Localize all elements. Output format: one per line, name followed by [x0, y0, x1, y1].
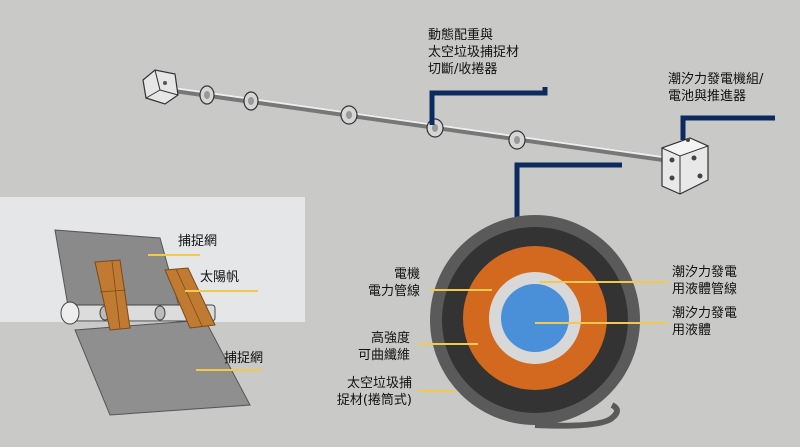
label-tidal-fluid: 潮汐力發電 用液體 — [672, 306, 738, 338]
label-power-line: 電機 電力管線 — [367, 267, 420, 299]
cable-cross-section — [430, 215, 640, 429]
solar-sail — [94, 259, 131, 331]
label-tidal-fluid-line: 潮汐力發電 用液體管線 — [672, 265, 738, 297]
label-net-bottom: 捕捉網 — [224, 351, 264, 366]
tether-assembly — [142, 69, 710, 195]
label-solar-sail: 太陽帆 — [200, 270, 240, 285]
tether-nut — [426, 118, 444, 138]
label-generator: 潮汐力發電機組/ 電池與推進器 — [668, 72, 764, 104]
generator-block — [660, 137, 710, 195]
leader-line-generator — [680, 115, 775, 140]
leader-line-cross-section — [514, 162, 622, 218]
core-blue — [501, 284, 569, 352]
label-cutter: 動態配重與 太空垃圾捕捉材 切斷/收捲器 — [428, 28, 520, 77]
end-block-left — [142, 69, 179, 105]
tether-line — [159, 85, 671, 163]
tether-nut — [340, 105, 358, 125]
label-net-top: 捕捉網 — [178, 234, 218, 249]
tether-nut — [243, 91, 259, 111]
label-fiber: 高強度 可曲纖維 — [357, 331, 410, 363]
leader-line-cutter — [429, 87, 548, 125]
satellite-inset — [0, 197, 305, 416]
solar-sail — [164, 267, 216, 329]
label-capture-material: 太空垃圾捕 捉材(捲筒式) — [336, 376, 412, 408]
tether-nut — [508, 130, 526, 150]
tether-nut — [199, 85, 215, 105]
capture-net-bottom — [74, 319, 251, 416]
